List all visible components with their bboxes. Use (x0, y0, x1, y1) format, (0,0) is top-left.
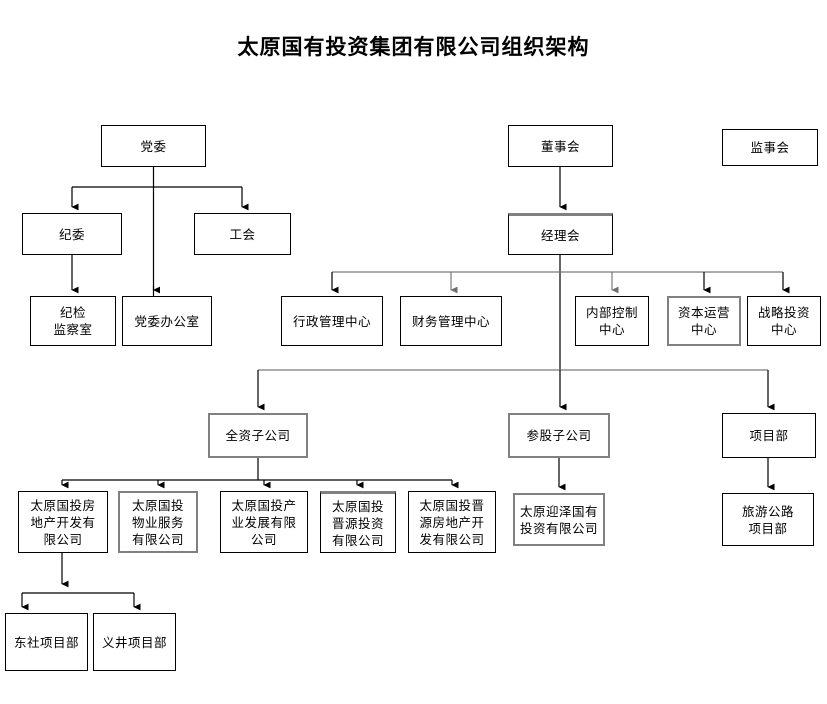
node-label: 经理会 (540, 227, 580, 243)
node-jinyuan-investment[interactable]: 太原国投晋源投资有限公司 (320, 491, 396, 553)
node-label: 党委 (140, 138, 167, 154)
node-label: 义井项目部 (101, 634, 167, 650)
node-label: 资本运营中心 (677, 305, 730, 337)
node-party-committee[interactable]: 党委 (101, 125, 206, 167)
node-label: 董事会 (540, 138, 580, 154)
node-label: 太原国投物业服务有限公司 (131, 497, 184, 547)
node-yijing-project[interactable]: 义井项目部 (93, 613, 176, 671)
node-yingze-investment[interactable]: 太原迎泽国有投资有限公司 (513, 493, 605, 546)
node-label: 太原迎泽国有投资有限公司 (519, 503, 598, 536)
node-real-estate-development[interactable]: 太原国投房地产开发有限公司 (18, 491, 108, 553)
node-label: 纪检监察室 (53, 305, 93, 337)
node-finance-center[interactable]: 财务管理中心 (400, 296, 502, 346)
node-strategic-investment-center[interactable]: 战略投资中心 (747, 296, 821, 346)
node-admin-center[interactable]: 行政管理中心 (281, 296, 383, 346)
node-discipline-committee[interactable]: 纪委 (22, 213, 122, 255)
node-board-of-supervisors[interactable]: 监事会 (722, 129, 818, 166)
node-wholly-owned-subsidiaries[interactable]: 全资子公司 (208, 413, 308, 458)
node-managers-committee[interactable]: 经理会 (508, 213, 613, 255)
node-label: 内部控制中心 (585, 305, 638, 337)
node-internal-control-center[interactable]: 内部控制中心 (575, 296, 649, 346)
node-labor-union[interactable]: 工会 (194, 213, 291, 255)
node-label: 全资子公司 (225, 428, 291, 443)
node-label: 战略投资中心 (757, 305, 810, 337)
node-label: 旅游公路项目部 (741, 503, 794, 536)
node-inspection-office[interactable]: 纪检监察室 (30, 296, 116, 346)
node-label: 行政管理中心 (292, 313, 371, 329)
node-tourism-highway-project[interactable]: 旅游公路项目部 (722, 493, 814, 546)
node-label: 东社项目部 (13, 634, 79, 650)
node-property-services[interactable]: 太原国投物业服务有限公司 (118, 491, 198, 553)
node-label: 太原国投房地产开发有限公司 (30, 497, 96, 547)
node-label: 太原国投产业发展有限公司 (231, 497, 297, 547)
node-label: 太原国投晋源投资有限公司 (331, 498, 384, 548)
node-equity-subsidiaries[interactable]: 参股子公司 (508, 413, 610, 458)
node-board-of-directors[interactable]: 董事会 (508, 125, 613, 167)
node-jinyuan-real-estate[interactable]: 太原国投晋源房地产开发有限公司 (408, 491, 496, 553)
node-dongshe-project[interactable]: 东社项目部 (5, 613, 88, 671)
node-label: 工会 (229, 226, 256, 242)
node-label: 纪委 (58, 226, 85, 242)
node-label: 项目部 (749, 428, 789, 443)
node-label: 参股子公司 (526, 428, 592, 443)
node-project-department[interactable]: 项目部 (722, 413, 816, 458)
node-capital-operation-center[interactable]: 资本运营中心 (667, 296, 741, 346)
node-industry-development[interactable]: 太原国投产业发展有限公司 (220, 491, 308, 553)
node-label: 党委办公室 (134, 313, 200, 329)
node-label: 财务管理中心 (411, 313, 490, 329)
page-title: 太原国有投资集团有限公司组织架构 (237, 34, 590, 59)
node-party-office[interactable]: 党委办公室 (122, 296, 212, 346)
node-label: 太原国投晋源房地产开发有限公司 (419, 497, 485, 547)
node-label: 监事会 (750, 140, 790, 155)
